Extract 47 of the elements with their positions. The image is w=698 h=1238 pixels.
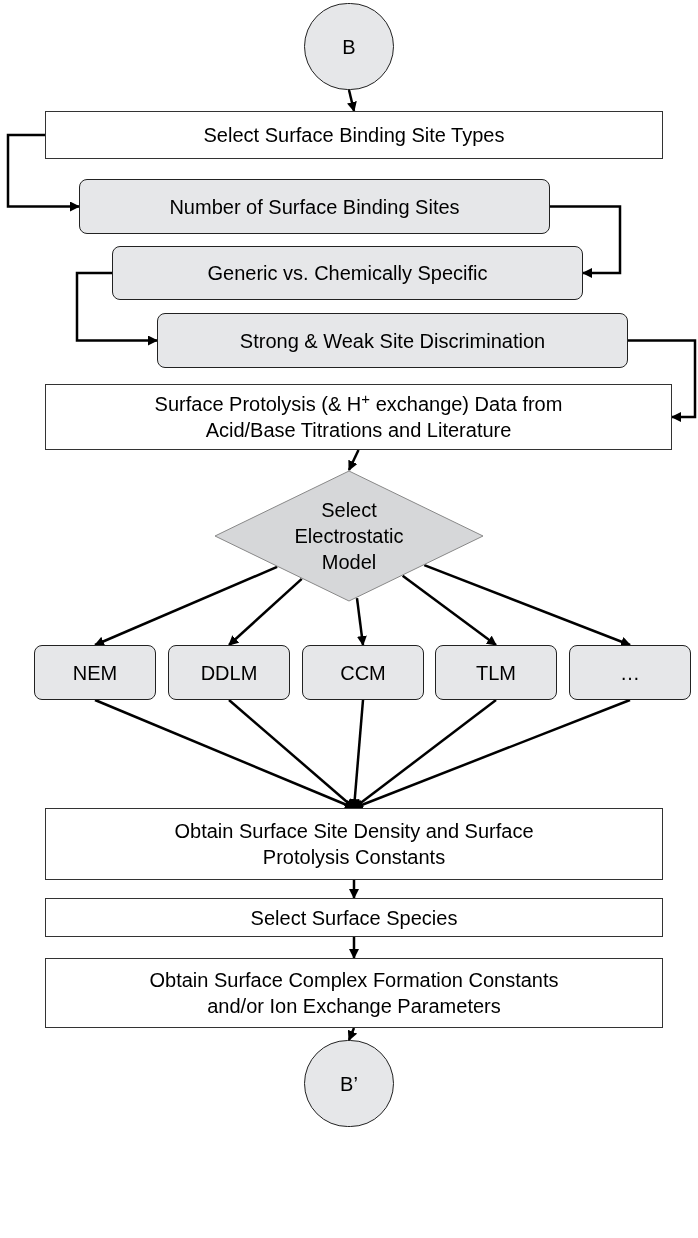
arrow <box>347 1027 358 1041</box>
option-box <box>569 645 691 700</box>
node-label: Obtain Surface Site Density and Surface Protolysis Constants <box>173 819 535 870</box>
process-box <box>45 111 663 159</box>
arrow <box>349 699 365 809</box>
node-label: B’ <box>340 1071 358 1097</box>
process-box <box>45 958 663 1028</box>
arrow <box>347 89 357 112</box>
node-label: Strong & Weak Site Discrimination <box>239 328 546 354</box>
node-label: … <box>620 660 640 686</box>
arrow <box>349 880 359 899</box>
option-box <box>168 645 290 700</box>
option-box <box>302 645 424 700</box>
option-box <box>34 645 156 700</box>
arrow <box>6 133 80 212</box>
arrow <box>401 574 497 646</box>
decision-diamond <box>214 470 484 602</box>
arrow <box>355 597 367 646</box>
node-label: Surface Protolysis (& H$^{+}$ exchange) Data from Acid/Base Titrations and Literature <box>153 391 564 443</box>
node-label: Select Surface Species <box>250 905 458 931</box>
arrow <box>628 339 697 422</box>
arrow <box>228 578 303 646</box>
node-label: TLM <box>476 660 516 686</box>
node-label: B <box>342 34 356 60</box>
node-label: Obtain Surface Complex Formation Constants and/or Ion Exchange Parameters <box>148 968 560 1019</box>
option-box <box>79 179 550 234</box>
node-label: Number of Surface Binding Sites <box>169 194 460 220</box>
node-label: Select Surface Binding Site Types <box>203 123 505 148</box>
arrow <box>228 699 355 809</box>
option-box <box>157 313 628 368</box>
option-box <box>112 246 583 300</box>
node-label: NEM <box>72 660 118 686</box>
process-box <box>45 808 663 880</box>
node-label: Select Electrostatic Model <box>293 498 405 575</box>
option-box <box>435 645 557 700</box>
process-box <box>45 384 672 450</box>
arrow <box>75 271 158 346</box>
node-label: Generic vs. Chemically Specific <box>207 261 488 286</box>
arrow <box>550 205 622 278</box>
node-label: DDLM <box>200 660 258 686</box>
arrow <box>423 564 631 647</box>
arrow <box>347 449 360 471</box>
node-label: CCM <box>340 660 386 686</box>
arrow <box>353 699 497 809</box>
arrow <box>349 937 359 959</box>
arrow <box>94 565 278 647</box>
process-box <box>45 898 663 937</box>
